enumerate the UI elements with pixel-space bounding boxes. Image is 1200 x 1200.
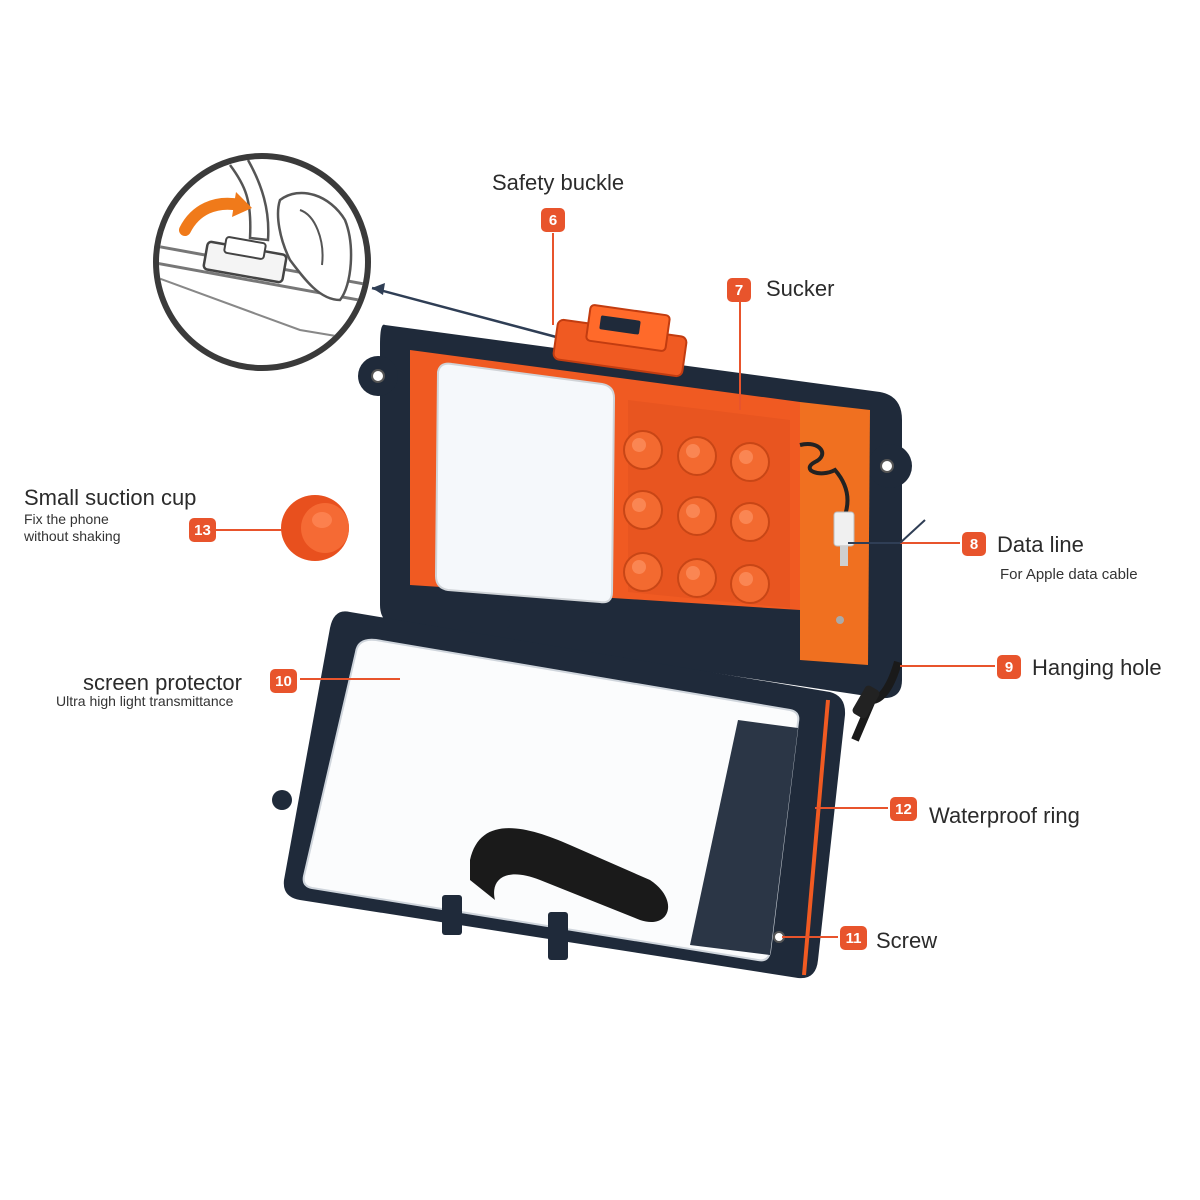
badge-9: 9 xyxy=(997,655,1021,679)
sucker-highlight xyxy=(686,566,700,580)
suction-cup-icon xyxy=(281,495,349,561)
sucker-highlight xyxy=(739,450,753,464)
sucker-highlight xyxy=(632,438,646,452)
buckle-detail-inset xyxy=(153,153,371,371)
label-safety-buckle: Safety buckle xyxy=(492,170,625,195)
leader-8-diag xyxy=(899,519,926,544)
label-waterproof-ring: Waterproof ring xyxy=(929,803,1080,828)
data-line-cable xyxy=(799,442,855,566)
badge-12: 12 xyxy=(890,797,917,821)
sucker-array xyxy=(623,430,770,604)
badge-7: 7 xyxy=(727,278,751,302)
badge-11: 11 xyxy=(840,926,867,950)
sublabel-screen-protector: Ultra high light transmittance xyxy=(56,693,234,709)
hand-opening-buckle-icon xyxy=(159,159,365,341)
label-screw: Screw xyxy=(876,928,938,953)
sucker-highlight xyxy=(686,504,700,518)
label-sucker: Sucker xyxy=(766,276,835,301)
label-data-line: Data line xyxy=(997,532,1084,557)
badge-8: 8 xyxy=(962,532,986,556)
sublabel-data-line: For Apple data cable xyxy=(1000,566,1138,583)
sucker-highlight xyxy=(739,572,753,586)
sucker-highlight xyxy=(739,510,753,524)
sucker-highlight xyxy=(686,444,700,458)
case-front-lid xyxy=(272,611,846,979)
sucker-highlight xyxy=(632,498,646,512)
badge-6: 6 xyxy=(541,208,565,232)
label-screen-protector: screen protector xyxy=(83,670,242,695)
sucker-highlight xyxy=(632,560,646,574)
label-hanging-hole: Hanging hole xyxy=(1032,655,1162,680)
badge-13: 13 xyxy=(189,518,216,542)
sublabel-small-suction-cup: Fix the phone without shaking xyxy=(24,511,121,544)
badge-10: 10 xyxy=(270,669,297,693)
label-small-suction-cup: Small suction cup xyxy=(24,485,197,510)
safety-buckle xyxy=(552,304,688,378)
